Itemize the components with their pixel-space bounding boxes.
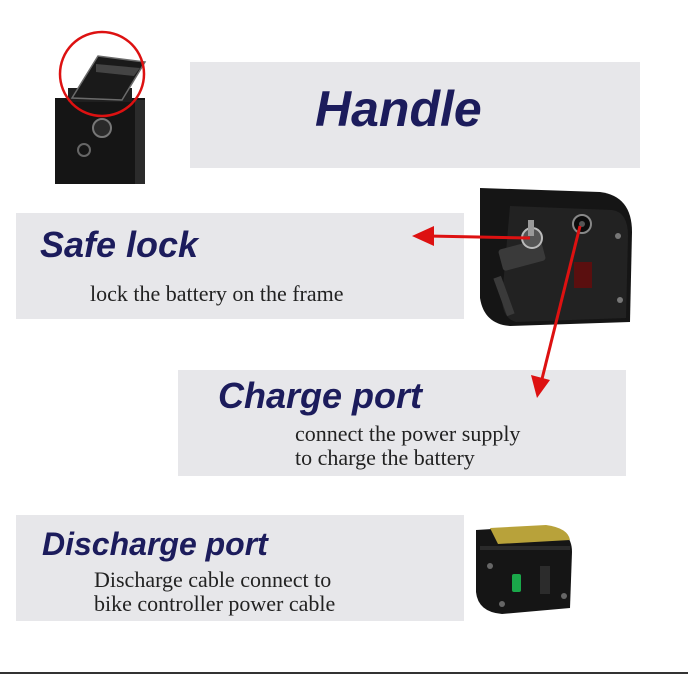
discharge-port-description-line2: bike controller power cable xyxy=(94,591,336,616)
charge-port-arrowhead xyxy=(531,375,550,398)
discharge-port-description-line1: Discharge cable connect to xyxy=(94,567,332,592)
bottom-divider xyxy=(0,672,688,674)
safe-lock-title: Safe lock xyxy=(40,224,199,265)
safe-lock-arrow xyxy=(427,234,531,240)
highlight-circle xyxy=(58,30,146,118)
safe-lock-description: lock the battery on the frame xyxy=(90,281,344,306)
charge-port-panel xyxy=(178,370,626,476)
discharge-port xyxy=(512,574,521,592)
charge-port-arrow xyxy=(539,225,582,384)
charge-port-description-line1: connect the power supply xyxy=(295,421,521,446)
battery-handle-photo xyxy=(55,30,147,184)
battery-end-photo xyxy=(480,188,632,326)
charge-port-description-line2: to charge the battery xyxy=(295,445,475,470)
status-window xyxy=(574,262,592,288)
charge-port-title: Charge port xyxy=(218,375,423,416)
handle-panel xyxy=(190,62,640,168)
safe-lock-panel xyxy=(16,213,464,319)
handle-title: Handle xyxy=(315,81,482,137)
battery-discharge-photo xyxy=(476,525,572,614)
discharge-port-title: Discharge port xyxy=(42,526,268,562)
battery-body xyxy=(55,98,145,184)
key-lock xyxy=(92,118,112,138)
discharge-port-panel xyxy=(16,515,464,621)
safe-lock-arrowhead xyxy=(412,226,434,246)
